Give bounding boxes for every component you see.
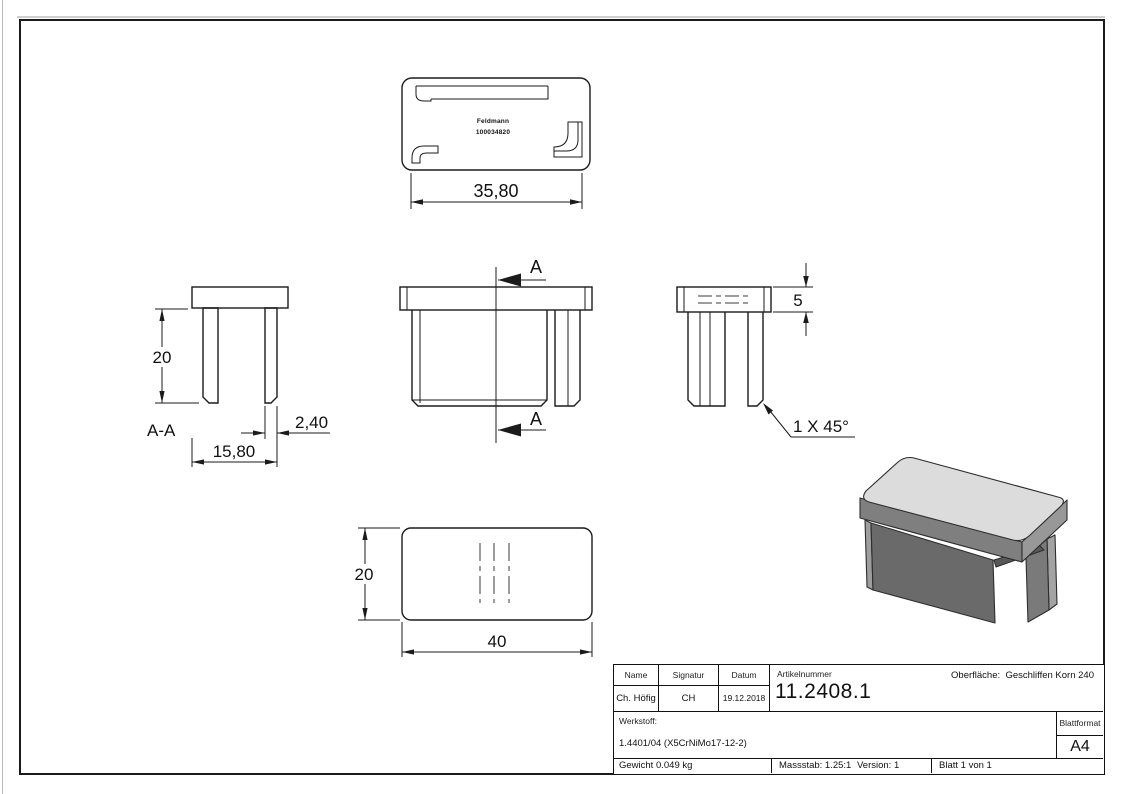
iso-front-panel (870, 522, 996, 624)
section-label: A-A (147, 421, 176, 440)
brand-text: Feldmann (477, 118, 509, 125)
top-view-elbow-right-inner (554, 122, 579, 152)
titleblock-format-value: A4 (1070, 738, 1090, 755)
side-right-leg (747, 312, 764, 407)
top-view-elbow-right (553, 121, 583, 158)
page-edge-line (2, 0, 3, 794)
top-view: Feldmann 100034820 35,80 (401, 77, 591, 209)
titleblock-material-label: Werkstoff: (619, 716, 657, 726)
chamfer-note: 1 X 45° (793, 417, 849, 436)
arrowhead (803, 312, 809, 323)
titleblock-surface: Oberfläche: Geschliffen Korn 240 (951, 670, 1094, 681)
titleblock-signature-value: CH (681, 693, 696, 704)
side-view: 5 1 X 45° (676, 263, 855, 438)
top-view-slot (415, 85, 549, 102)
top-view-outline (401, 77, 591, 171)
side-cap (676, 286, 772, 313)
arrowhead (411, 199, 423, 205)
frame-shadow-line (17, 16, 1105, 18)
cut-arrowhead (498, 423, 521, 437)
dim-5: 5 (793, 291, 802, 310)
arrowhead (580, 649, 592, 655)
dim-20-height: 20 (153, 348, 172, 367)
arrowhead (570, 199, 582, 205)
dim-40: 40 (488, 632, 507, 651)
bottom-view: 20 40 (352, 527, 593, 657)
titleblock-name-value: Ch. Höfig (616, 693, 656, 704)
arrowhead (277, 430, 289, 436)
arrowhead (159, 391, 165, 403)
titleblock-line (718, 665, 719, 711)
titleblock-date-label: Datum (731, 670, 757, 680)
section-right-leg (264, 307, 278, 404)
section-view-aa: 20 A-A 2,40 15,80 (147, 286, 330, 467)
titleblock-scale: Massstab: 1.25:1 (779, 760, 852, 771)
titleblock-weight: Gewicht 0.049 kg (619, 760, 693, 771)
iso-top-face (863, 456, 1064, 542)
cut-label-bottom: A (530, 409, 542, 429)
titleblock-line (771, 758, 772, 773)
titleblock-surface-value: Geschliffen Korn 240 (1005, 670, 1094, 681)
titleblock-surface-label: Oberfläche: (951, 670, 1001, 681)
section-left-leg (202, 307, 219, 404)
dim-2-40: 2,40 (295, 413, 328, 432)
side-left-panel (687, 312, 726, 407)
dim-text-mask (150, 347, 175, 367)
cut-arrowhead (498, 273, 521, 287)
dim-text-mask (352, 564, 378, 584)
titleblock-sheet: Blatt 1 von 1 (939, 760, 992, 771)
cut-label-top: A (530, 257, 542, 277)
bottom-view-outline (401, 527, 593, 621)
titleblock-signature-label: Signatur (672, 670, 705, 680)
arrowhead (362, 608, 368, 620)
arrowhead (159, 309, 165, 321)
titleblock-line (658, 665, 659, 711)
titleblock-line (769, 665, 770, 711)
titleblock-format-label: Blattformat (1059, 718, 1101, 728)
dim-20-bottom: 20 (355, 565, 374, 584)
titleblock-version: Version: 1 (857, 760, 900, 771)
titleblock-article-value: 11.2408.1 (775, 680, 872, 703)
drawing-frame (19, 19, 1105, 775)
part-number-text: 100034820 (476, 129, 511, 136)
arrowhead (253, 430, 265, 436)
titleblock-line (614, 758, 1103, 759)
titleblock-line (614, 685, 769, 686)
titleblock-date-value: 19.12.2018 (722, 693, 766, 703)
isometric-view (859, 456, 1068, 624)
top-view-elbow-left (411, 145, 439, 164)
dim-35-80: 35,80 (473, 181, 518, 201)
arrowhead (192, 459, 204, 465)
arrowhead (362, 528, 368, 540)
titleblock-line (931, 758, 932, 773)
front-view: A A (399, 257, 593, 443)
titleblock-line (1056, 711, 1057, 758)
titleblock-material-value: 1.4401/04 (X5CrNiMo17-12-2) (619, 738, 747, 749)
front-body (411, 310, 548, 407)
arrowhead (402, 649, 414, 655)
title-block: Name Signatur Datum Ch. Höfig CH 19.12.2… (613, 664, 1105, 775)
section-flange (191, 286, 289, 309)
titleblock-article-label: Artikelnummer (777, 669, 832, 679)
leader-arrowhead (763, 403, 773, 415)
dim-15-80: 15,80 (213, 442, 256, 461)
arrowhead (265, 459, 277, 465)
titleblock-line (1056, 735, 1103, 736)
front-right-leg (554, 310, 581, 407)
titleblock-line (614, 711, 1103, 712)
titleblock-name-label: Name (624, 670, 648, 680)
arrowhead (803, 276, 809, 287)
